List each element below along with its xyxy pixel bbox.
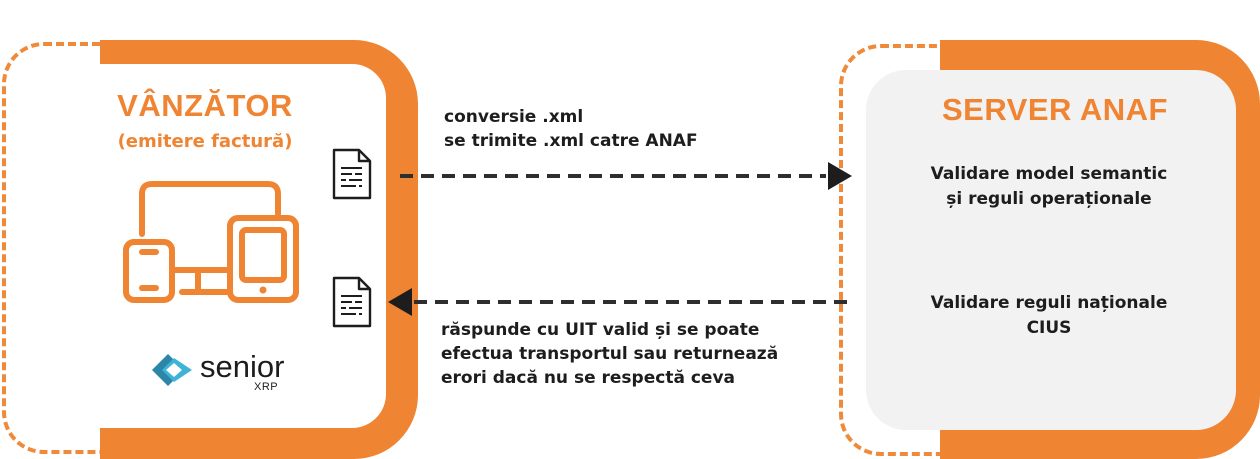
seller-title: VÂNZĂTOR	[117, 88, 293, 123]
seller-panel	[20, 64, 386, 428]
validation-line: Validare model semantic	[930, 164, 1168, 184]
senior-logo-mark	[152, 354, 192, 386]
server-title: SERVER ANAF	[942, 92, 1168, 127]
senior-logo-suffix: XRP	[254, 381, 279, 393]
validation-line: CIUS	[1026, 318, 1072, 338]
request-arrow	[400, 162, 852, 190]
response-line: răspunde cu UIT valid și se poate	[441, 320, 760, 340]
national-validation-text: Validare reguli naționale CIUS	[884, 291, 1214, 341]
seller-subtitle: (emitere factură)	[117, 131, 293, 152]
response-line: erori dacă nu se respectă ceva	[441, 368, 736, 388]
response-label: răspunde cu UIT valid și se poate efectu…	[441, 318, 831, 390]
response-line: efectua transportul sau returnează	[441, 344, 779, 364]
devices-icon	[123, 181, 299, 303]
senior-logo-text: senior	[200, 349, 285, 384]
document-icon	[332, 276, 372, 328]
validation-line: Validare reguli naționale	[930, 293, 1168, 313]
document-icon	[332, 148, 372, 200]
request-line: se trimite .xml catre ANAF	[444, 131, 698, 151]
response-arrow	[388, 288, 852, 316]
semantic-validation-text: Validare model semantic și reguli operaț…	[884, 162, 1214, 212]
validation-line: și reguli operaționale	[946, 189, 1152, 209]
request-line: conversie .xml	[444, 107, 584, 127]
request-label: conversie .xml se trimite .xml catre ANA…	[444, 105, 824, 153]
server-panel	[866, 70, 1236, 430]
